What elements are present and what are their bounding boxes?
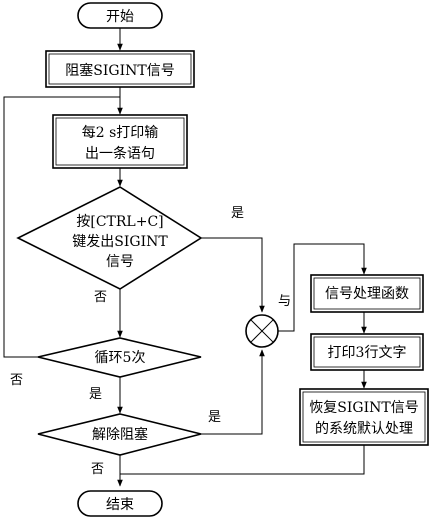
start-terminal-shape	[77, 2, 163, 29]
connectors	[3, 28, 367, 487]
key-press-label-line1: 按[CTRL+C]	[76, 214, 163, 230]
unblock-diamond	[37, 413, 202, 456]
node-print-3-lines: 打印3行文字	[310, 333, 424, 371]
edge-gate-to-handler	[278, 243, 367, 332]
print-statement-label-line2: 出一条语句	[85, 145, 155, 162]
node-unblock-decision: 解除阻塞	[37, 413, 202, 456]
print-3-lines-box	[310, 333, 424, 371]
edge-key-yes-to-gate	[201, 237, 265, 313]
block-signal-inner-frame	[48, 53, 192, 85]
edge-label-loop-no: 否	[10, 373, 23, 388]
edge-label-key-yes: 是	[231, 206, 244, 221]
print-statement-inner-frame	[55, 117, 185, 166]
loop-diamond	[37, 337, 202, 378]
handler-label: 信号处理函数	[325, 286, 409, 302]
key-press-label-line3: 信号	[106, 254, 134, 270]
print-statement-box	[52, 114, 188, 169]
start-label: 开始	[106, 9, 134, 25]
print-3-lines-label: 打印3行文字	[328, 344, 407, 361]
edge-loop-no-back	[3, 96, 120, 358]
node-key-press-decision: 按[CTRL+C] 键发出SIGINT 信号	[16, 186, 203, 290]
edge-label-unblock-no: 否	[91, 462, 104, 477]
unblock-label: 解除阻塞	[92, 426, 148, 443]
restore-default-inner-frame	[302, 391, 426, 443]
end-terminal-shape	[77, 490, 163, 517]
and-gate-cross-b	[250, 319, 274, 343]
node-end: 结束	[77, 490, 163, 517]
node-restore-default: 恢复SIGINT信号 的系统默认处理	[299, 388, 429, 446]
key-press-label-line2: 键发出SIGINT	[72, 234, 168, 250]
restore-default-label-line2: 的系统默认处理	[315, 421, 413, 437]
print-statement-label-line1: 每2 s打印输	[82, 124, 159, 141]
handler-inner-frame	[313, 277, 421, 310]
edge-restore-to-end	[120, 445, 365, 475]
node-and-gate: 与	[245, 294, 291, 348]
and-gate-label: 与	[278, 294, 291, 309]
end-label: 结束	[106, 497, 134, 513]
block-signal-label: 阻塞SIGINT信号	[65, 62, 174, 79]
print-3-lines-inner-frame	[313, 336, 421, 368]
loop-label: 循环5次	[95, 350, 146, 366]
node-print-statement: 每2 s打印输 出一条语句	[52, 114, 188, 169]
edge-label-loop-yes: 是	[89, 387, 102, 402]
block-signal-box	[45, 50, 195, 88]
edge-label-unblock-yes: 是	[208, 410, 221, 425]
node-handler: 信号处理函数	[310, 274, 424, 313]
node-start: 开始	[77, 2, 163, 29]
restore-default-label-line1: 恢复SIGINT信号	[309, 399, 418, 416]
node-loop-decision: 循环5次	[37, 337, 202, 378]
key-press-diamond	[16, 186, 203, 290]
edge-label-key-no: 否	[94, 290, 107, 305]
handler-box	[310, 274, 424, 313]
node-block-signal: 阻塞SIGINT信号	[45, 50, 195, 88]
edge-unblock-yes-to-gate	[201, 349, 265, 435]
restore-default-box	[299, 388, 429, 446]
